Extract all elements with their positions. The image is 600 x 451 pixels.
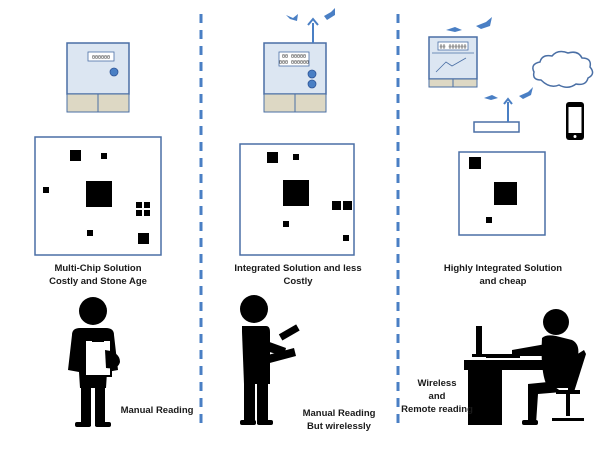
- meter-2-display-line1: 00 00000: [282, 54, 306, 60]
- chip: [332, 201, 341, 210]
- wireless-signal-icon: [476, 17, 492, 29]
- panel-2-caption-line1: Integrated Solution and less: [234, 263, 362, 274]
- panel-1-caption-line1: Multi-Chip Solution: [54, 263, 142, 274]
- chip: [144, 202, 150, 208]
- chip: [267, 152, 278, 163]
- panel-1-caption-line2: Costly and Stone Age: [49, 276, 147, 287]
- chip: [343, 201, 352, 210]
- chip: [138, 233, 149, 244]
- meter-1-knob: [109, 67, 119, 77]
- meter-2: 00 00000 000 000000: [263, 8, 335, 113]
- chip-board-3: [458, 151, 546, 236]
- chip: [293, 154, 299, 160]
- panel-3-reading-label-line3: Remote reading: [401, 404, 473, 415]
- chip: [136, 210, 142, 216]
- cloud-icon: [532, 50, 594, 88]
- chip: [70, 150, 81, 161]
- panel-3-reading-label-line1: Wireless: [417, 378, 457, 389]
- panel-1: 000000: [34, 42, 162, 427]
- panel-3-caption: Highly Integrated Solution and cheap: [428, 262, 578, 288]
- chip: [343, 235, 349, 241]
- panel-2-reading-label-line1: Manual Reading: [302, 408, 376, 419]
- panel-2: 00 00000 000 000000: [239, 8, 355, 425]
- panel-3-caption-line1: Highly Integrated Solution: [443, 263, 563, 274]
- wireless-signal-icon: [324, 8, 335, 20]
- panel-3-caption-line2: and cheap: [479, 276, 527, 287]
- panel-2-reading-label: Manual Reading But wirelessly: [300, 407, 378, 433]
- smartphone-icon: [566, 102, 584, 140]
- meter-3: 00 000000: [428, 17, 492, 88]
- chip-board-2: [239, 143, 355, 256]
- meter-1-display: [87, 51, 115, 62]
- chip: [283, 180, 309, 206]
- chip: [86, 181, 112, 207]
- wireless-signal-icon: [446, 27, 462, 32]
- panel-3: 00 000000: [428, 17, 594, 425]
- wireless-signal-icon: [286, 14, 298, 21]
- meter-3-display-text: 00 000000: [439, 45, 466, 51]
- panel-3-reading-label-line2: and: [428, 391, 446, 402]
- router-icon: [473, 87, 533, 133]
- chip: [486, 217, 492, 223]
- panel-2-reading-label-line2: But wirelessly: [307, 421, 371, 432]
- panel-3-reading-label: Wireless and Remote reading: [398, 377, 476, 416]
- meter-2-display: [278, 51, 310, 67]
- chip: [494, 182, 517, 205]
- chip: [283, 221, 289, 227]
- panel-1-reading-label: Manual Reading: [120, 405, 194, 416]
- meter-2-display-line2: 000 000000: [279, 60, 309, 66]
- chip: [136, 202, 142, 208]
- chip: [43, 187, 49, 193]
- chip-board-1: [34, 136, 162, 256]
- chip: [144, 210, 150, 216]
- person-with-clipboard-icon: [68, 297, 120, 427]
- person-at-computer-desk-icon: [464, 309, 586, 425]
- panel-2-caption-line2: Costly: [283, 276, 313, 287]
- panel-2-caption: Integrated Solution and less Costly: [223, 262, 373, 288]
- chip: [469, 157, 481, 169]
- wireless-signal-icon: [484, 95, 498, 100]
- wireless-signal-icon: [519, 87, 533, 99]
- panel-1-caption: Multi-Chip Solution Costly and Stone Age: [28, 262, 168, 288]
- person-with-handheld-reader-icon: [240, 295, 300, 425]
- chip: [101, 153, 107, 159]
- chip: [87, 230, 93, 236]
- meter-1: 000000: [66, 42, 130, 113]
- meter-1-display-text: 000000: [92, 55, 110, 61]
